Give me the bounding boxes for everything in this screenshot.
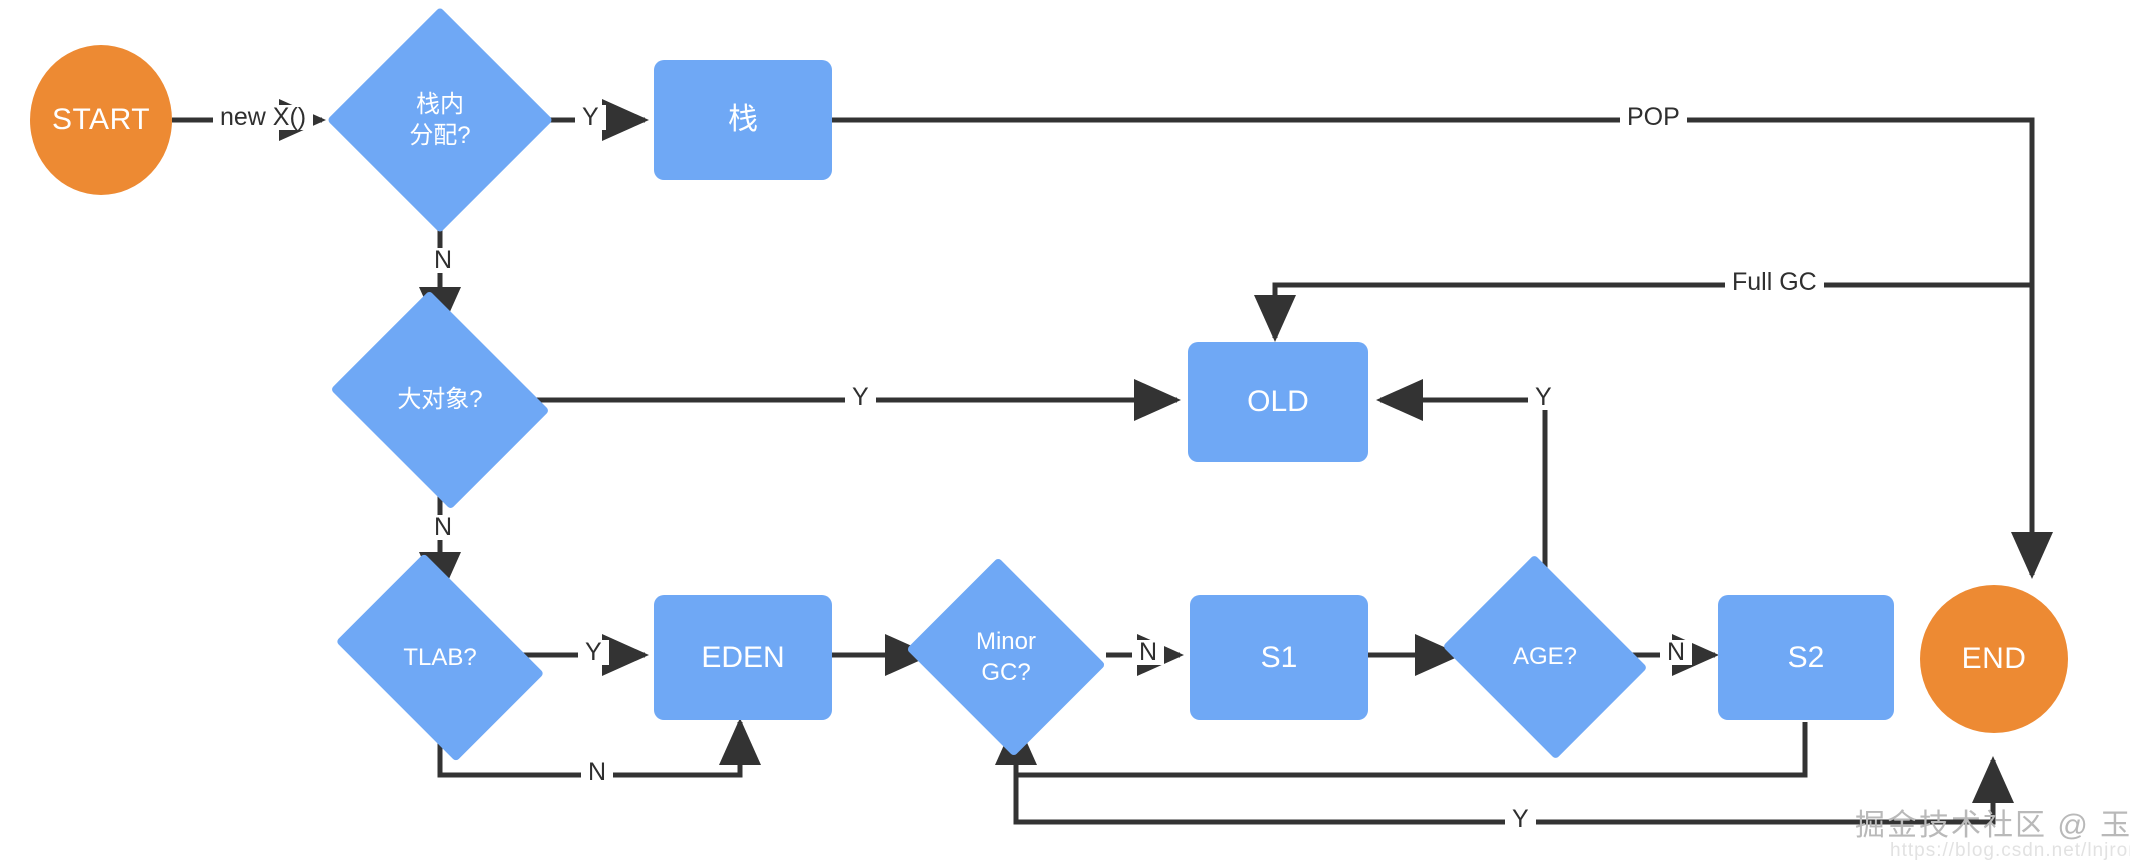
node-stack-label: 栈: [728, 103, 758, 137]
node-minor-gc-label: Minor GC?: [975, 627, 1036, 686]
node-eden[interactable]: EDEN: [654, 595, 832, 720]
node-s1[interactable]: S1: [1190, 595, 1368, 720]
watermark-sub: https://blog.csdn.net/lnjroncheng: [1890, 840, 2130, 861]
edge-s2-back-to-minorgc: [995, 718, 1808, 778]
node-stack-alloc-decision[interactable]: 栈内 分配?: [326, 6, 554, 234]
node-stack[interactable]: 栈: [654, 60, 832, 180]
node-stack-alloc-label: 栈内 分配?: [409, 90, 471, 149]
edge-label-tlab-no: N: [581, 760, 614, 785]
edge-label-bigobject-no: N: [427, 515, 460, 540]
edge-label-age-no: N: [1660, 640, 1693, 665]
node-old-label: OLD: [1247, 385, 1309, 419]
node-start[interactable]: START: [30, 45, 172, 195]
edge-age-yes-to-old: [1376, 378, 1548, 595]
node-s2[interactable]: S2: [1718, 595, 1894, 720]
edge-label-pop: POP: [1620, 105, 1687, 130]
node-minor-gc-decision[interactable]: Minor GC?: [906, 557, 1106, 757]
node-eden-label: EDEN: [701, 640, 785, 674]
watermark-main: 掘金技术社区 @ 玉衡子: [1855, 809, 2130, 842]
edge-stack-pop-to-end: [832, 117, 2053, 579]
edge-label-full-gc: Full GC: [1725, 270, 1824, 295]
edge-label-s2-back-yes: Y: [1505, 807, 1536, 832]
edge-label-age-yes: Y: [1528, 385, 1559, 410]
edge-label-tlab-yes: Y: [578, 640, 609, 665]
edge-label-minorgc-no: N: [1132, 640, 1165, 665]
node-end[interactable]: END: [1920, 585, 2068, 733]
node-age-decision[interactable]: AGE?: [1442, 554, 1648, 760]
node-start-label: START: [51, 103, 151, 137]
node-big-object-decision[interactable]: 大对象?: [330, 290, 550, 510]
node-s2-label: S2: [1787, 640, 1825, 674]
node-big-object-label: 大对象?: [397, 386, 483, 414]
edge-fullgc-to-old: [1253, 282, 2032, 342]
edge-label-new-x: new X(): [213, 105, 314, 130]
edge-label-bigobject-yes: Y: [845, 385, 876, 410]
node-end-label: END: [1961, 642, 2027, 676]
edge-label-stackalloc-no: N: [427, 248, 460, 273]
node-s1-label: S1: [1260, 640, 1298, 674]
node-tlab-decision[interactable]: TLAB?: [335, 553, 545, 762]
node-tlab-label: TLAB?: [403, 643, 477, 671]
node-age-label: AGE?: [1512, 643, 1578, 671]
edge-label-stackalloc-yes: Y: [575, 105, 606, 130]
node-old[interactable]: OLD: [1188, 342, 1368, 462]
